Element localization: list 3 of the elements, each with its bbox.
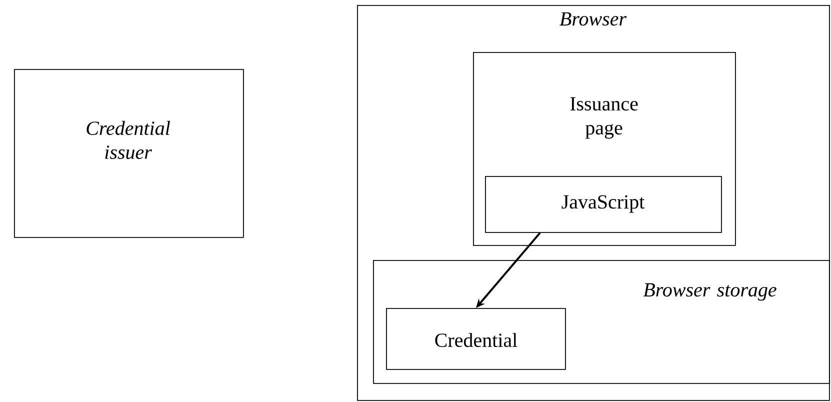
process-box: Credential xyxy=(386,308,566,370)
process-box: JavaScript xyxy=(485,176,722,233)
process-box: Credential issuer xyxy=(14,69,244,238)
